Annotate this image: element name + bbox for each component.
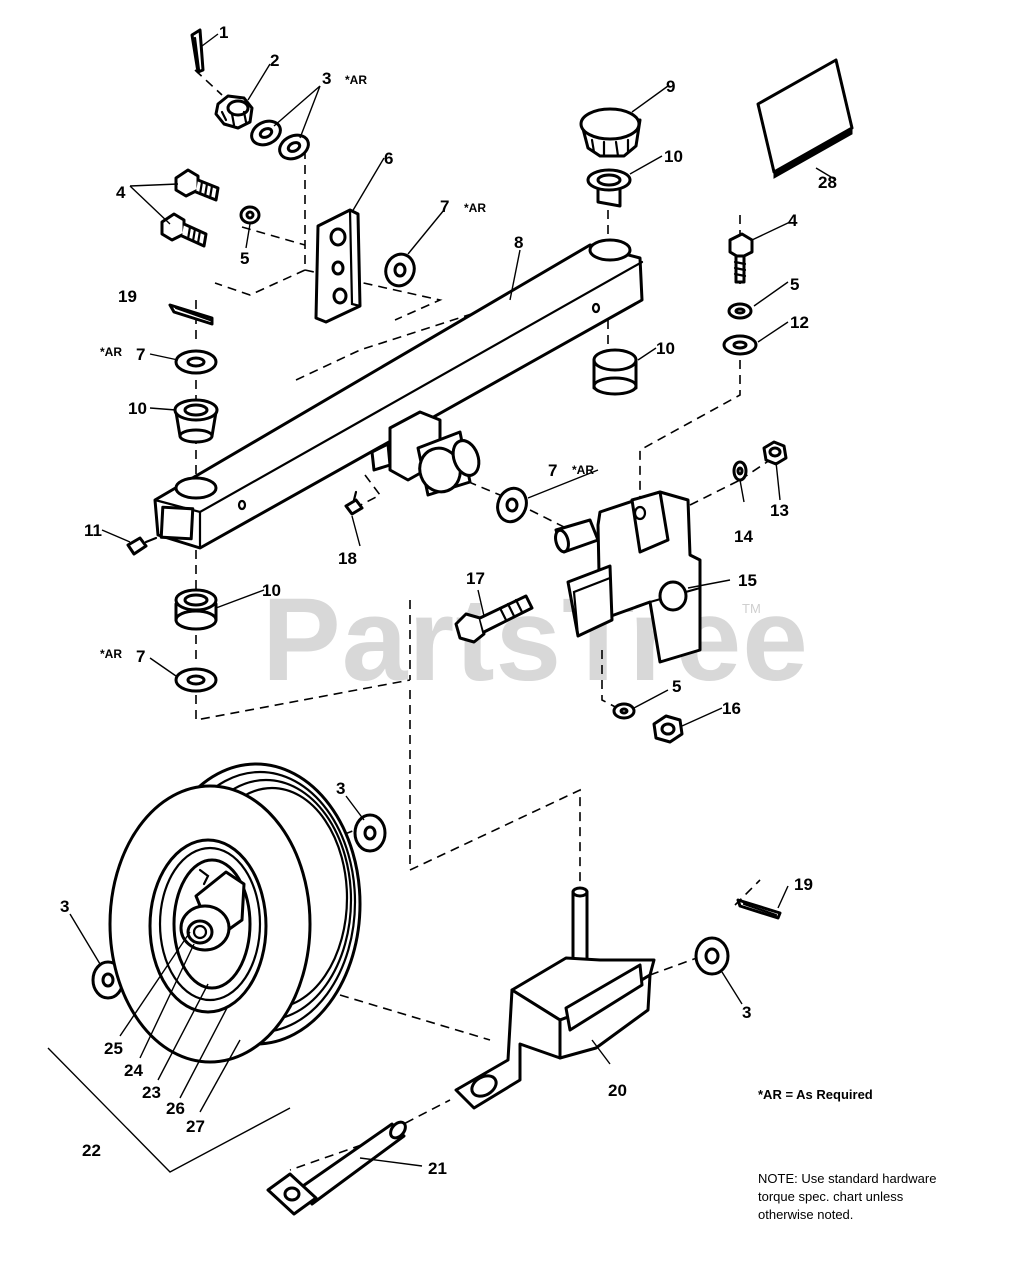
axle-beam-8	[153, 238, 644, 550]
cotter-pin-19-left	[168, 303, 214, 326]
washer-3-fork	[694, 936, 730, 976]
note-line-3: otherwise noted.	[758, 1207, 853, 1222]
callout-19-left: 19	[118, 287, 137, 306]
ar-mark-7-left: *AR	[100, 345, 122, 359]
as-required-legend: *AR = As Required	[758, 1087, 873, 1102]
ar-mark-3: *AR	[345, 73, 367, 87]
callout-4-right: 4	[788, 211, 798, 230]
hardware-note: NOTE: Use standard hardware torque spec.…	[758, 1171, 936, 1222]
callout-27: 27	[186, 1117, 205, 1136]
callout-16: 16	[722, 699, 741, 718]
callout-14: 14	[734, 527, 753, 546]
callout-23: 23	[142, 1083, 161, 1102]
ar-mark-7-lower: *AR	[100, 647, 122, 661]
washer-7-lower	[174, 667, 218, 693]
bushing-10-left-lower	[174, 588, 218, 631]
watermark: PartsTree	[262, 574, 809, 706]
callout-28: 28	[818, 173, 837, 192]
callout-5-right: 5	[790, 275, 799, 294]
callouts: 1 2 3 *AR 4 5 6 7 *AR 8 9 10 28 4 5 12 1…	[60, 23, 837, 1178]
callout-5-bottom: 5	[672, 677, 681, 696]
bracket-15	[554, 490, 702, 664]
grease-fitting-11	[126, 536, 158, 556]
callout-7-mid: 7	[548, 461, 557, 480]
nut-13	[762, 440, 788, 466]
lock-washer-5-right	[727, 302, 753, 320]
callout-10-left-upper: 10	[128, 399, 147, 418]
lock-washer-5-bottom	[612, 702, 636, 720]
lock-washer-14	[732, 460, 748, 482]
washers-3-top	[250, 119, 310, 161]
bushing-10-left-upper	[173, 398, 219, 444]
washer-12	[722, 334, 758, 356]
note-line-1: NOTE: Use standard hardware	[758, 1171, 936, 1186]
cap-9	[579, 107, 642, 158]
callout-11: 11	[84, 521, 102, 540]
bushing-10-top-right	[586, 168, 632, 208]
ar-mark-7-mid: *AR	[572, 463, 594, 477]
callout-6: 6	[384, 149, 393, 168]
grease-fitting-18	[344, 490, 364, 516]
caster-fork-20	[454, 886, 656, 1110]
callout-2: 2	[270, 51, 279, 70]
callout-20: 20	[608, 1081, 627, 1100]
bushing-10-lower-right	[592, 348, 638, 396]
lock-washer-5-left	[239, 205, 261, 225]
callout-13: 13	[770, 501, 789, 520]
decal-28	[756, 58, 854, 179]
wheel-assembly-22	[108, 762, 362, 1064]
callout-1: 1	[219, 23, 228, 42]
callout-10-lower-right: 10	[656, 339, 675, 358]
callout-17: 17	[466, 569, 485, 588]
callout-10-top-right: 10	[664, 147, 683, 166]
assembly-bracket-22	[47, 1047, 291, 1173]
callout-7-left: 7	[136, 345, 145, 364]
callout-9: 9	[666, 77, 675, 96]
callout-15: 15	[738, 571, 757, 590]
pin-21	[266, 1120, 407, 1216]
callout-3-wheel-left: 3	[60, 897, 69, 916]
plate-6	[314, 208, 362, 324]
callout-21: 21	[428, 1159, 447, 1178]
callout-7-lower: 7	[136, 647, 145, 666]
cotter-pin-1	[190, 28, 205, 74]
callout-3-wheel-right: 3	[336, 779, 345, 798]
callout-18: 18	[338, 549, 357, 568]
nut-16	[652, 714, 684, 744]
callout-12: 12	[790, 313, 809, 332]
callout-3-top: 3	[322, 69, 331, 88]
bolts-4-left	[160, 168, 220, 248]
bushing-25	[186, 919, 214, 945]
bolt-17	[454, 594, 534, 644]
note-line-2: torque spec. chart unless	[758, 1189, 904, 1204]
callout-25: 25	[104, 1039, 123, 1058]
washer-7-mid	[496, 486, 528, 524]
washer-7-upper	[384, 252, 416, 288]
washer-3-wheel-right	[353, 813, 387, 853]
callout-7-upper: 7	[440, 197, 449, 216]
washer-7-left	[174, 349, 218, 375]
callout-24: 24	[124, 1061, 143, 1080]
callout-26: 26	[166, 1099, 185, 1118]
cotter-pin-19-right	[736, 898, 782, 920]
callout-5-left: 5	[240, 249, 249, 268]
callout-10-left-lower: 10	[262, 581, 281, 600]
callout-19-right: 19	[794, 875, 813, 894]
ar-mark-7-upper: *AR	[464, 201, 486, 215]
callout-8: 8	[514, 233, 523, 252]
callout-22: 22	[82, 1141, 101, 1160]
bolt-4-right	[728, 232, 754, 284]
watermark-trademark: TM	[742, 601, 761, 616]
callout-4-left: 4	[116, 183, 126, 202]
leader-lines	[69, 33, 837, 1167]
castle-nut-2	[214, 94, 254, 130]
callout-3-fork: 3	[742, 1003, 751, 1022]
